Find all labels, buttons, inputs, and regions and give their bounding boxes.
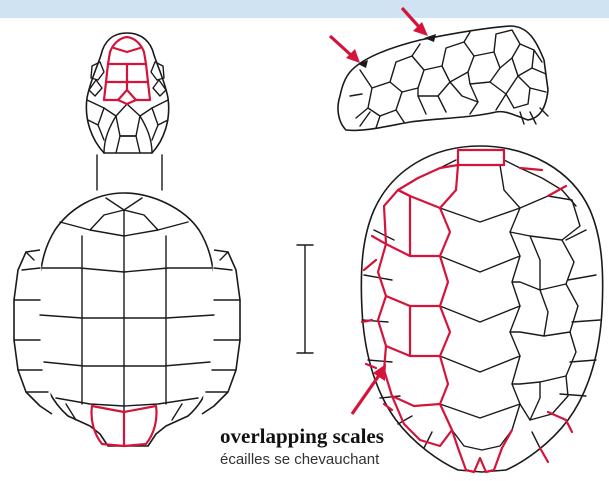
arrow-fossil-left <box>330 36 360 63</box>
caption-english: overlapping scales <box>220 424 490 448</box>
scale-bar <box>297 245 313 353</box>
arrow-fossil-right <box>402 8 428 36</box>
turtle-head-top-view <box>86 33 168 190</box>
caption: overlapping scales écailles se chevaucha… <box>220 424 490 470</box>
fossil-scaled-reptile <box>338 26 548 130</box>
left-carapace <box>14 193 240 446</box>
caption-french: écailles se chevauchant <box>220 450 490 470</box>
